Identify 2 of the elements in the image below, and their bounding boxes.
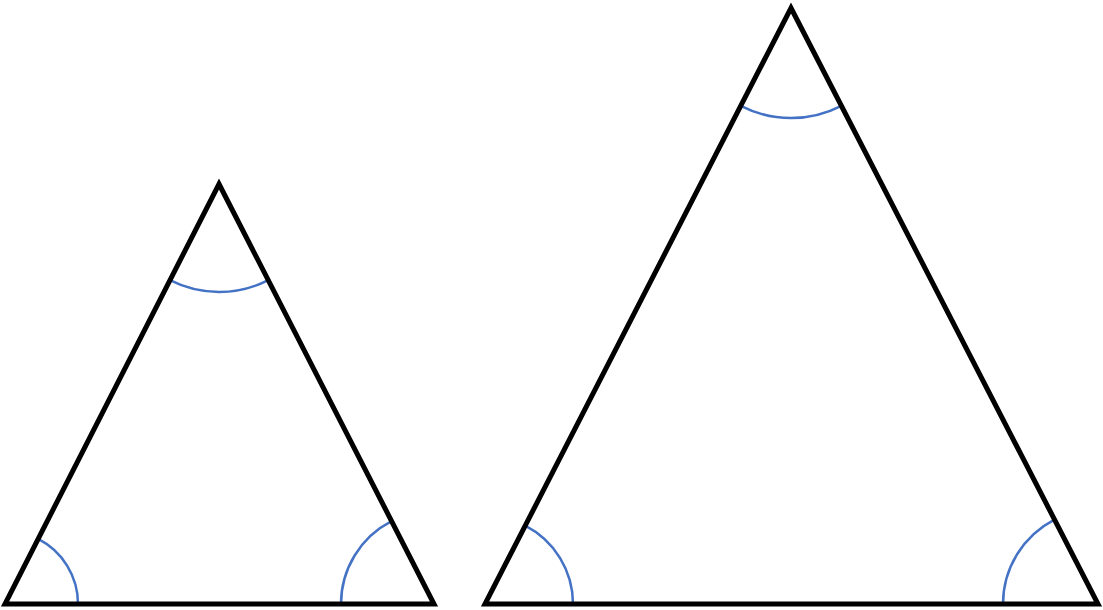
triangle (0, 178, 439, 607)
triangle (480, 2, 1103, 607)
